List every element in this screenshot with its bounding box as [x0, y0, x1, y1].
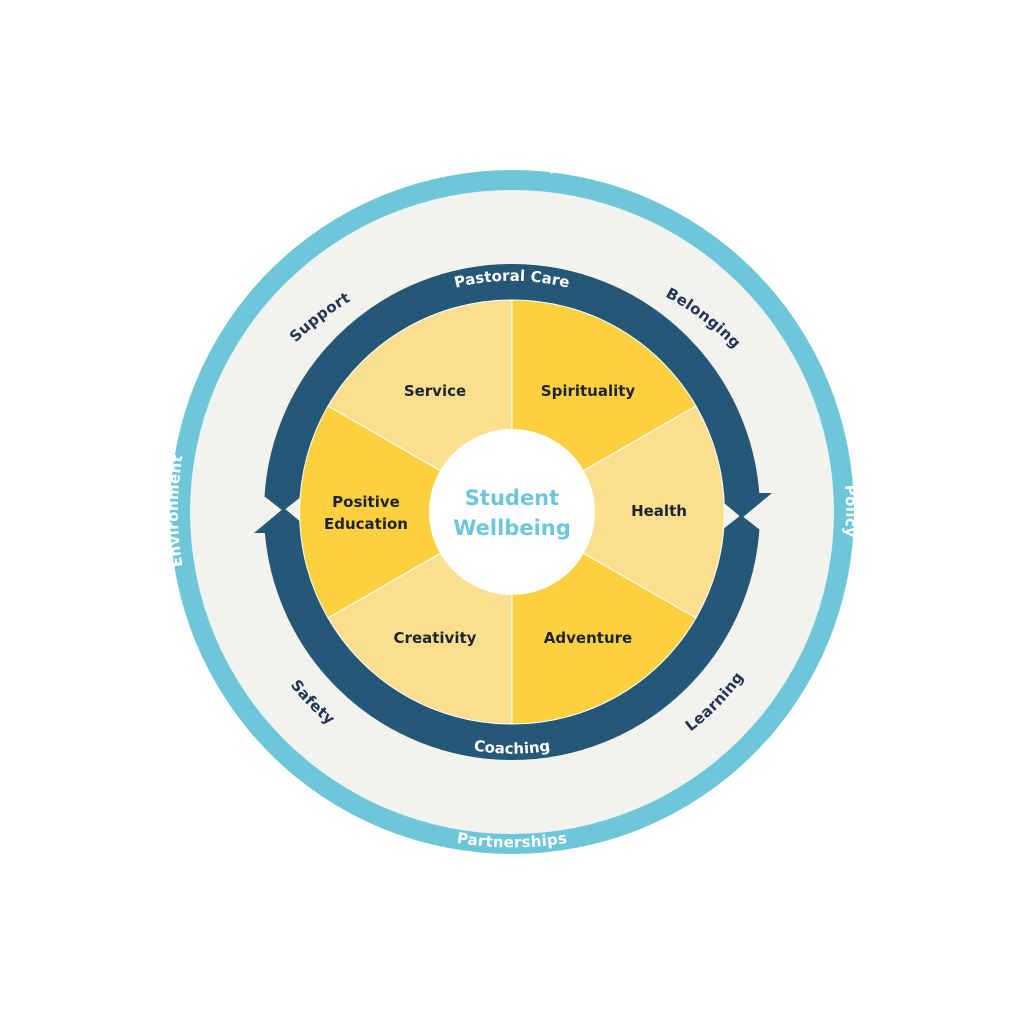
- center-title-line1: Student: [465, 486, 559, 510]
- arrow-tail-left: [264, 496, 302, 511]
- segment-label-health: Health: [631, 502, 687, 520]
- segment-label-adventure: Adventure: [544, 629, 632, 647]
- center-circle: [429, 429, 595, 595]
- segment-positive-education: [299, 405, 514, 619]
- outer-label-policy: Policy: [841, 484, 860, 538]
- segment-label-creativity: Creativity: [394, 629, 477, 647]
- arrow-head-left: [254, 508, 314, 533]
- arrow-tail-right: [722, 515, 760, 530]
- segment-label-spirituality: Spirituality: [541, 382, 636, 400]
- outer-label-environment: Environment: [164, 453, 187, 568]
- outer-label-leadership: Leadership: [462, 154, 562, 175]
- segment-label-positive-line2: Education: [324, 515, 408, 533]
- center-title-line2: Wellbeing: [453, 516, 571, 540]
- arrow-label-coaching: Coaching: [473, 737, 551, 758]
- arrow-head-right: [712, 493, 772, 518]
- segment-label-positive-line1: Positive: [332, 493, 400, 511]
- segment-health: [510, 405, 725, 619]
- outer-label-partnerships: Partnerships: [456, 829, 568, 851]
- segment-label-service: Service: [404, 382, 466, 400]
